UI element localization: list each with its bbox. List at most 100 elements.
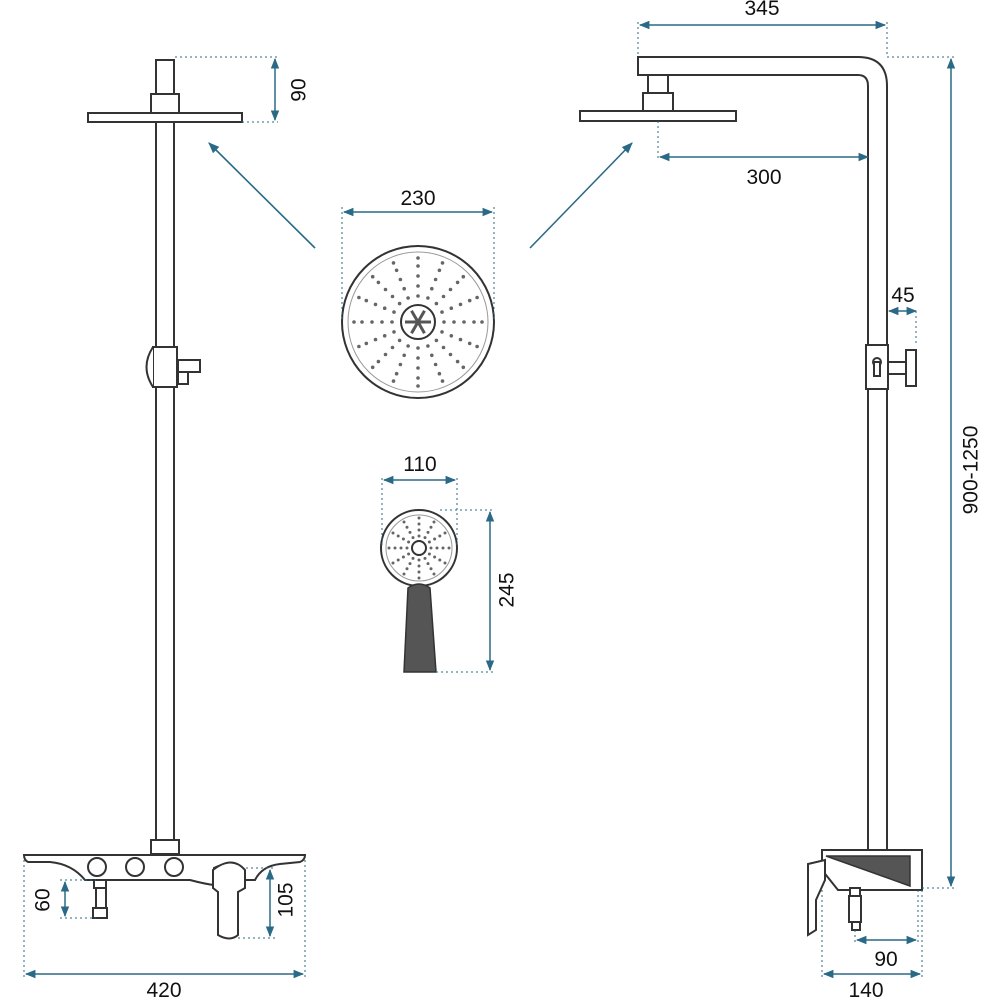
nozzle-dot — [434, 301, 439, 306]
side-view — [579, 56, 923, 937]
nozzle-dot — [449, 334, 454, 338]
nozzle-dot — [429, 567, 433, 571]
nozzle-dot — [408, 530, 412, 534]
nozzle-dot — [437, 268, 442, 273]
nozzle-dot — [398, 277, 403, 282]
nozzle-dot — [426, 296, 430, 300]
nozzle-dot — [391, 379, 396, 383]
nozzle-dot — [405, 525, 409, 529]
nozzle-dot — [449, 306, 454, 311]
dim-label-245: 245 — [496, 572, 519, 607]
nozzle-dot — [443, 561, 447, 565]
dim-total-height: 900-1250 — [887, 56, 983, 889]
rain-head-nozzles — [352, 256, 484, 388]
dim-wall-offset: 45 — [887, 284, 918, 345]
nozzle-dot — [373, 337, 378, 342]
nozzle-dot — [370, 274, 375, 279]
nozzle-dot — [455, 359, 460, 364]
nozzle-dot — [429, 525, 433, 529]
nozzle-dot — [406, 296, 410, 300]
nozzle-dot — [391, 261, 396, 265]
nozzle-dot — [391, 561, 395, 565]
dim-label-140: 140 — [848, 979, 883, 1000]
nozzle-dot — [438, 558, 442, 562]
dim-rain-head-diameter: 230 — [341, 187, 495, 322]
nozzle-dot — [416, 264, 420, 268]
nozzle-dot — [393, 546, 397, 550]
nozzle-dot — [370, 365, 375, 370]
nozzle-dot — [417, 558, 421, 562]
nozzle-dot — [416, 366, 420, 370]
head-connector-top — [155, 59, 175, 95]
nozzle-dot — [383, 287, 388, 292]
nozzle-dot — [467, 298, 472, 303]
nozzle-dot — [440, 310, 444, 314]
thermostatic-mixer-side — [807, 849, 923, 937]
nozzle-dot — [398, 362, 403, 367]
nozzle-dot — [423, 536, 427, 540]
dim-mixer-depth: 140 — [821, 890, 923, 1000]
nozzle-dot — [357, 344, 361, 349]
nozzle-dot — [452, 320, 456, 324]
dim-label-110: 110 — [403, 453, 436, 476]
nozzle-dot — [417, 534, 421, 538]
nozzle-dot — [411, 536, 415, 540]
nozzle-dot — [383, 352, 388, 357]
nozzle-dot — [416, 346, 420, 350]
nozzle-dot — [433, 362, 438, 367]
nozzle-dot — [402, 286, 407, 291]
arm-connector-nut — [642, 92, 674, 112]
nozzle-dot — [405, 546, 409, 550]
nozzle-dot — [394, 268, 399, 273]
nozzle-dot — [407, 552, 411, 556]
dim-left-head-height: 90 — [175, 56, 311, 123]
dim-label-230: 230 — [400, 187, 435, 210]
nozzle-dot — [382, 334, 387, 338]
nozzle-dot — [380, 320, 384, 324]
nozzle-dot — [392, 310, 396, 314]
nozzle-dot — [426, 530, 430, 534]
nozzle-dot — [443, 531, 447, 535]
nozzle-dot — [417, 576, 421, 580]
rain-head-side — [579, 110, 737, 122]
nozzle-dot — [472, 320, 476, 324]
nozzle-dot — [406, 344, 410, 348]
dim-top-arm: 345 — [637, 0, 888, 57]
nozzle-dot — [402, 572, 406, 576]
nozzle-dot — [441, 294, 446, 299]
nozzle-dot — [417, 528, 421, 532]
arrow-to-right-head — [529, 142, 633, 249]
nozzle-dot — [364, 341, 369, 346]
nozzle-dot — [394, 371, 399, 376]
nozzle-dot — [442, 320, 446, 324]
nozzle-dot — [448, 352, 453, 357]
hand-shower — [380, 509, 458, 673]
nozzle-dot — [455, 280, 460, 285]
nozzle-dot — [402, 520, 406, 524]
nozzle-dot — [426, 344, 430, 348]
nozzle-dot — [430, 286, 434, 291]
nozzle-dot — [430, 353, 434, 358]
nozzle-dot — [426, 562, 430, 566]
nozzle-dot — [373, 302, 378, 307]
nozzle-dot — [416, 384, 420, 388]
nozzle-dot — [376, 280, 381, 285]
front-view — [22, 59, 307, 940]
nozzle-dot — [417, 564, 421, 568]
rain-head-inner-ring — [347, 251, 489, 393]
dim-side-spout: 90 — [854, 890, 919, 971]
nozzle-dot — [458, 337, 463, 342]
nozzle-dot — [448, 287, 453, 292]
arm-connector — [647, 74, 669, 94]
nozzle-dot — [427, 552, 431, 556]
hand-shower-inner-ring — [385, 514, 453, 582]
nozzle-dot — [432, 572, 436, 576]
nozzle-dot — [357, 295, 361, 300]
dim-label-60: 60 — [32, 888, 55, 911]
nozzle-dot — [475, 344, 479, 349]
nozzle-dot — [360, 320, 364, 324]
dim-mixer-width: 420 — [23, 860, 306, 1000]
thermostatic-mixer-front — [22, 854, 307, 940]
nozzle-dot — [416, 256, 420, 260]
